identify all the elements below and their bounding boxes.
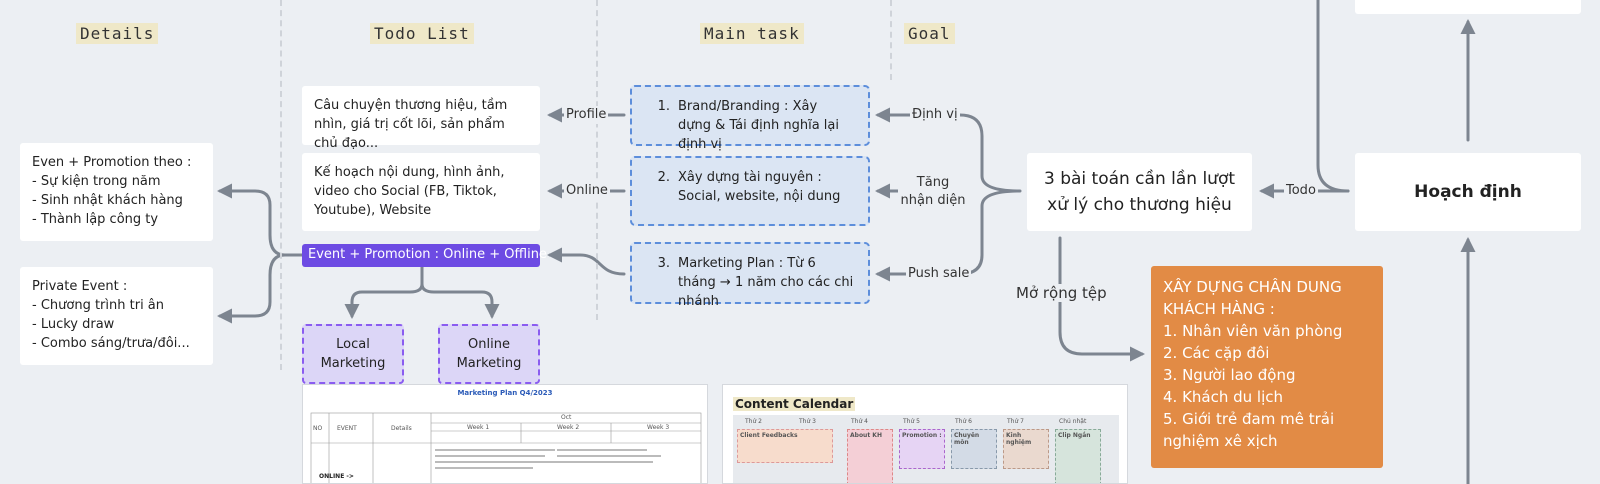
label-push-sale: Push sale <box>906 265 972 283</box>
thumb-plan-grid <box>310 412 702 483</box>
persona-item: 2. Các cặp đôi <box>1163 344 1270 362</box>
divider-1 <box>280 0 282 370</box>
hoach-dinh-box[interactable]: Hoạch định <box>1355 153 1581 231</box>
details-line: - Chương trình tri ân <box>32 298 165 313</box>
thumb-plan-details: Details <box>391 425 412 432</box>
thumb-plan-week: Week 1 <box>467 424 490 431</box>
calendar-day: Thứ 5 <box>903 418 920 425</box>
label-todo: Todo <box>1284 182 1318 200</box>
label-mo-rong-tep: Mở rộng tệp <box>1014 284 1109 302</box>
calendar-day: Thứ 4 <box>851 418 868 425</box>
content-calendar-thumbnail[interactable]: Content Calendar Thứ 2 Thứ 3 Thứ 4 Thứ 5… <box>722 384 1128 484</box>
task-marketing-plan[interactable]: 3. Marketing Plan : Từ 6 tháng → 1 năm c… <box>630 242 870 309</box>
persona-item: 5. Giới trẻ đam mê trải nghiệm xê xịch <box>1163 410 1335 450</box>
edge-mo-rong <box>1058 236 1145 362</box>
persona-box[interactable]: XÂY DỰNG CHÂN DUNG KHÁCH HÀNG : 1. Nhân … <box>1151 266 1383 468</box>
label-dinh-vi: Định vị <box>910 106 960 124</box>
calendar-cell[interactable]: Chuyên môn <box>951 429 997 469</box>
thumb-plan-week: Week 3 <box>647 424 670 431</box>
header-details: Details <box>76 23 159 44</box>
details-event-promotion[interactable]: Even + Promotion theo : - Sự kiện trong … <box>20 143 213 241</box>
edge-event-brace-left2 <box>217 253 287 324</box>
details-line: - Thành lập công ty <box>32 212 159 227</box>
online-marketing[interactable]: Online Marketing <box>438 324 540 384</box>
details-line: - Lucky draw <box>32 317 115 332</box>
task-number: 1. <box>657 99 670 114</box>
details-private-event[interactable]: Private Event : - Chương trình tri ân - … <box>20 267 213 365</box>
label-online: Online <box>564 182 610 200</box>
details-line: - Sự kiện trong năm <box>32 174 161 189</box>
header-main-task: Main task <box>700 23 804 44</box>
edge-marketing-to-event <box>547 247 626 276</box>
label-profile: Profile <box>564 106 609 124</box>
thumb-plan-title: Marketing Plan Q4/2023 <box>457 389 553 397</box>
edge-event-down <box>344 265 424 319</box>
task-number: 2. <box>657 170 670 185</box>
calendar-day: Thứ 3 <box>799 418 816 425</box>
header-todo-list: Todo List <box>370 23 474 44</box>
edge-top-loop <box>1316 0 1350 193</box>
calendar-cell[interactable]: About KH <box>847 429 893 483</box>
local-marketing[interactable]: Local Marketing <box>302 324 404 384</box>
calendar-day: Thứ 2 <box>745 418 762 425</box>
edge-event-brace-left <box>217 183 304 257</box>
calendar-cell[interactable]: Promotion : <box>899 429 945 469</box>
problems-box[interactable]: 3 bài toán cần lần lượt xử lý cho thương… <box>1027 153 1252 231</box>
thumb-plan-row-label: ONLINE -> <box>319 473 354 480</box>
divider-2 <box>596 0 598 320</box>
task-text: Marketing Plan : Từ 6 tháng → 1 năm cho … <box>678 256 854 309</box>
calendar-day: Thứ 6 <box>955 418 972 425</box>
task-text: Xây dựng tài nguyên : Social, website, n… <box>678 170 841 204</box>
task-number: 3. <box>657 256 670 271</box>
calendar-day: Chủ nhật <box>1059 418 1087 425</box>
task-text: Brand/Branding : Xây dựng & Tái định ngh… <box>678 99 839 152</box>
thumb-plan-no: NO <box>313 425 323 432</box>
details-line: Private Event : <box>32 279 128 294</box>
calendar-title: Content Calendar <box>733 397 856 411</box>
thumb-plan-event: EVENT <box>337 425 357 432</box>
persona-item: 3. Người lao động <box>1163 366 1296 384</box>
calendar-day: Thứ 7 <box>1007 418 1024 425</box>
task-resources[interactable]: 2. Xây dựng tài nguyên : Social, website… <box>630 156 870 226</box>
persona-item: 4. Khách du lịch <box>1163 388 1284 406</box>
top-card-partial[interactable] <box>1355 0 1581 14</box>
todo-event-bar[interactable]: Event + Promotion : Online + Offline <box>302 244 547 267</box>
marketing-plan-thumbnail[interactable]: Marketing Plan Q4/2023 NO EVENT Details … <box>302 384 708 484</box>
details-line: Even + Promotion theo : <box>32 155 192 170</box>
details-line: - Combo sáng/trưa/đôi... <box>32 336 190 351</box>
calendar-cell[interactable]: Clip Ngắn <box>1055 429 1101 483</box>
task-branding[interactable]: 1. Brand/Branding : Xây dựng & Tái định … <box>630 85 870 152</box>
thumb-plan-week: Week 2 <box>557 424 580 431</box>
calendar-cell[interactable]: Kinh nghiệm <box>1003 429 1049 469</box>
persona-title: XÂY DỰNG CHÂN DUNG KHÁCH HÀNG : <box>1163 278 1342 318</box>
details-line: - Sinh nhật khách hàng <box>32 193 183 208</box>
todo-online-card[interactable]: Kế hoạch nội dung, hình ảnh, video cho S… <box>302 153 540 231</box>
edge-event-down2 <box>420 282 500 319</box>
edge-brace-goals <box>958 113 1022 276</box>
calendar-cell[interactable]: Client Feedbacks <box>737 429 833 463</box>
thumb-plan-month: Oct <box>561 414 572 421</box>
todo-profile-card[interactable]: Câu chuyện thương hiệu, tầm nhìn, giá tr… <box>302 86 540 151</box>
divider-3 <box>890 0 892 80</box>
persona-item: 1. Nhân viên văn phòng <box>1163 322 1343 340</box>
label-tang-nhan-dien: Tăng nhận diện <box>898 174 968 210</box>
header-goal: Goal <box>904 23 955 44</box>
